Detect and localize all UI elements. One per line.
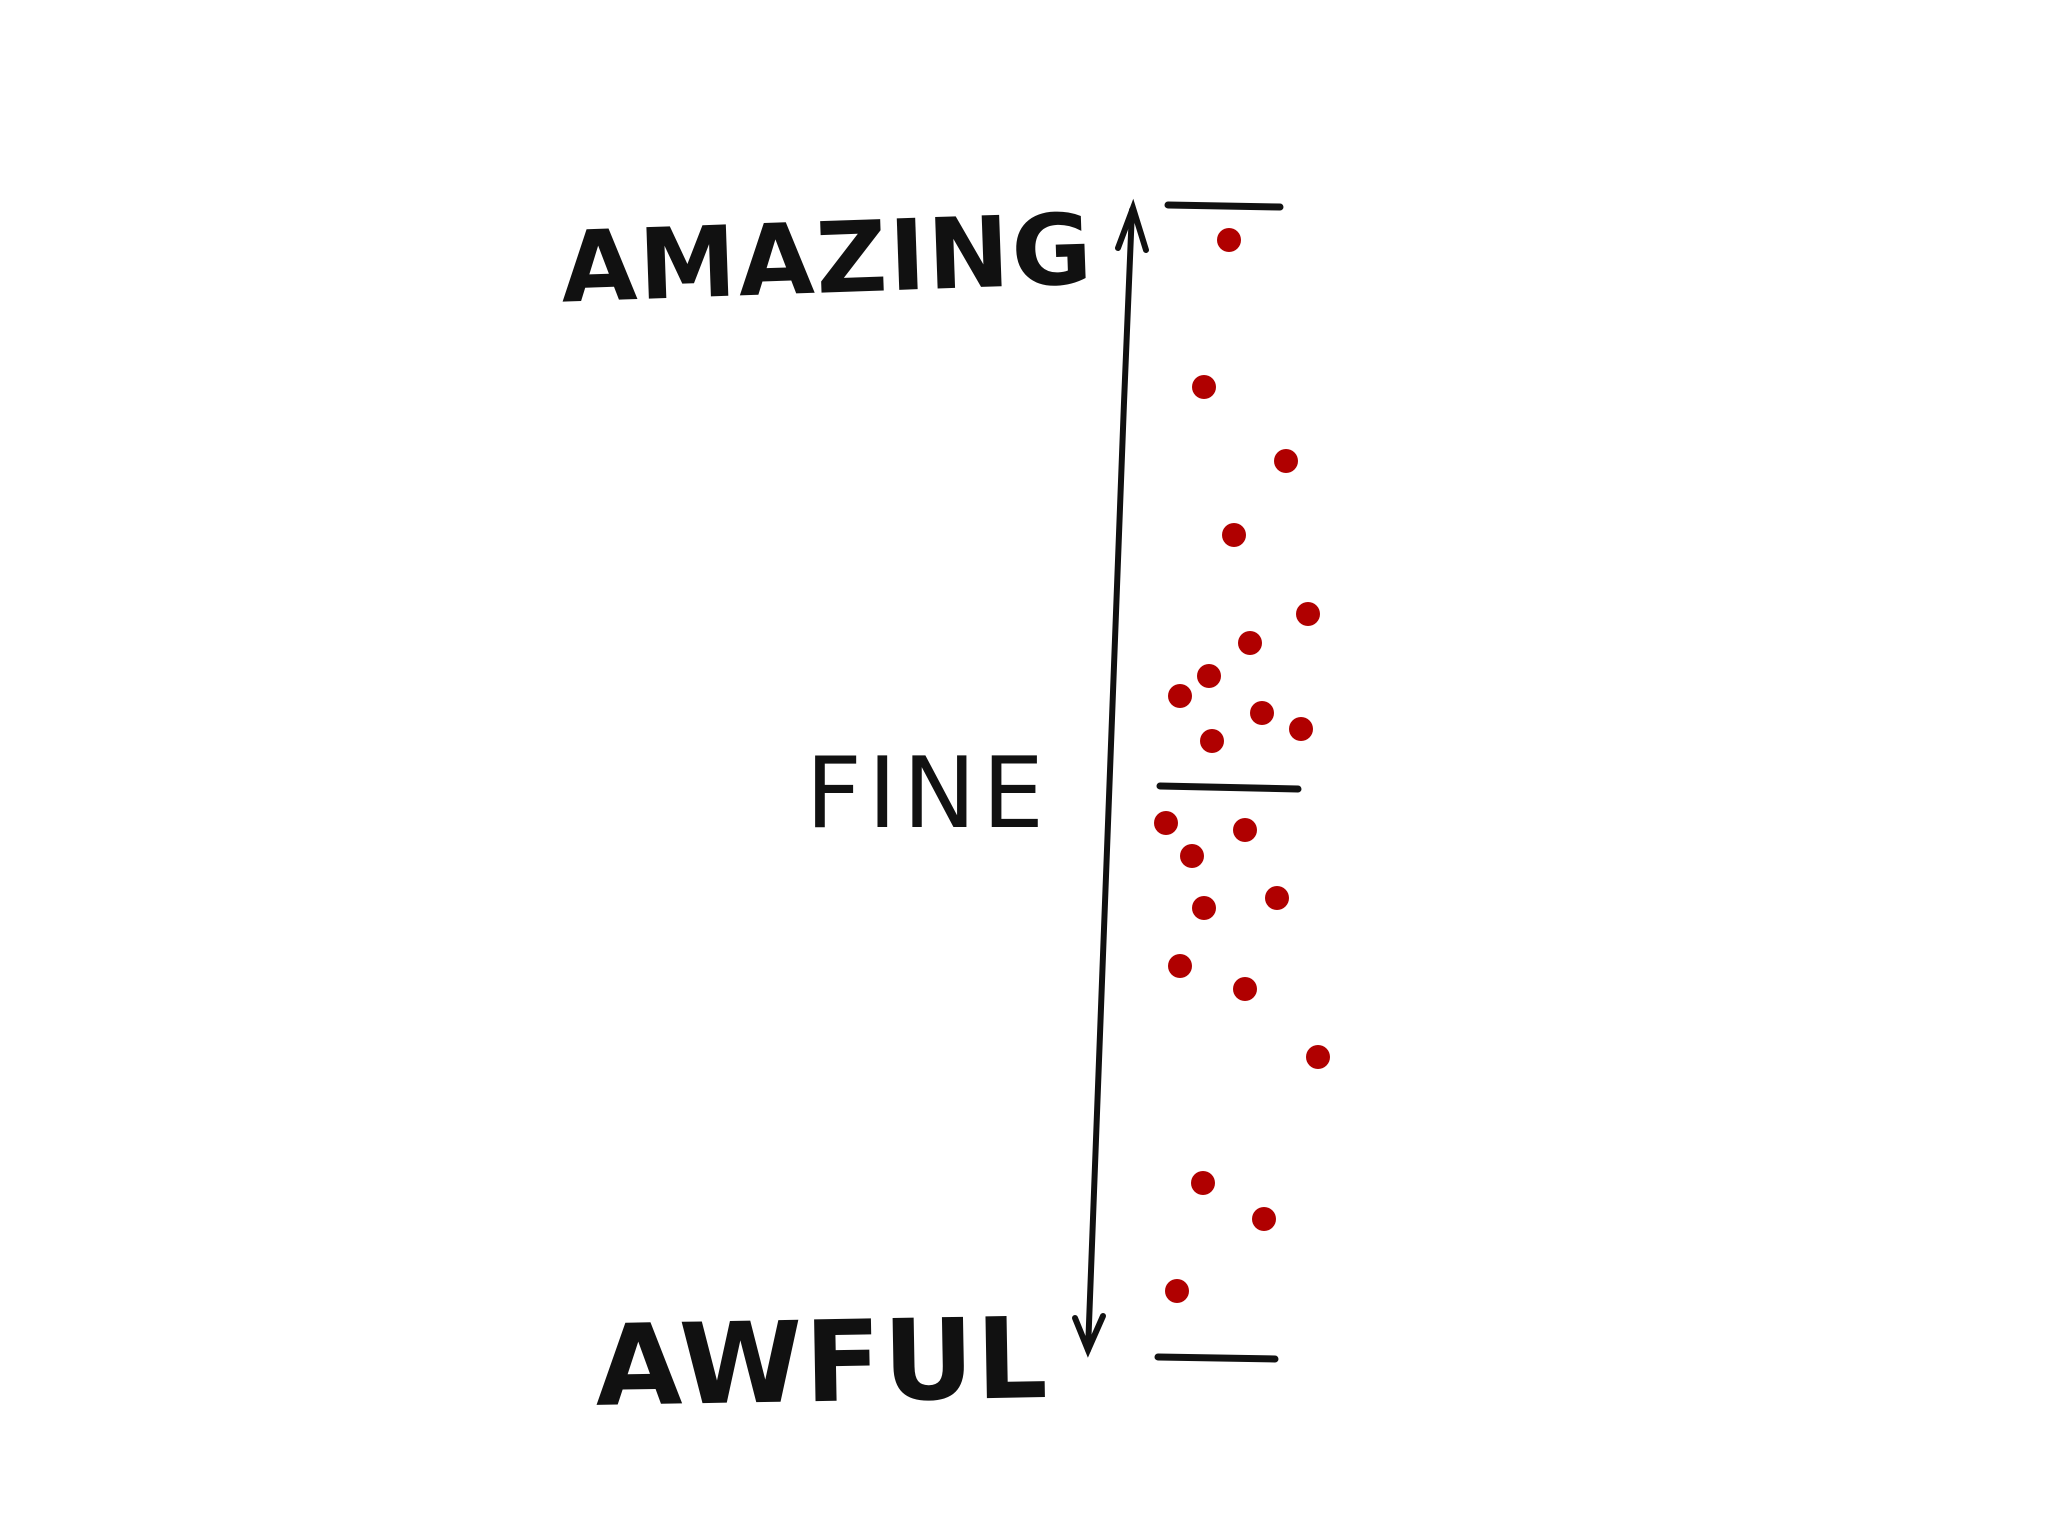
- response-dot: [1154, 811, 1178, 835]
- response-dot: [1289, 717, 1313, 741]
- response-dot: [1238, 631, 1262, 655]
- response-dot: [1296, 602, 1320, 626]
- label-amazing: AMAZING: [559, 193, 1096, 326]
- response-dot: [1191, 1171, 1215, 1195]
- response-dot: [1233, 818, 1257, 842]
- response-dot: [1222, 523, 1246, 547]
- response-dot: [1168, 954, 1192, 978]
- double-headed-arrow-icon: [1072, 198, 1149, 1358]
- response-dot: [1192, 375, 1216, 399]
- arrow-head-top: [1115, 198, 1149, 253]
- response-dot: [1265, 886, 1289, 910]
- response-dot: [1252, 1207, 1276, 1231]
- marker-line-bottom: [1154, 1353, 1279, 1363]
- response-dot: [1197, 664, 1221, 688]
- marker-line-middle: [1156, 782, 1302, 793]
- response-dot: [1165, 1279, 1189, 1303]
- axis-line: [1085, 207, 1135, 1353]
- response-dot: [1168, 684, 1192, 708]
- response-dot: [1200, 729, 1224, 753]
- response-dot: [1233, 977, 1257, 1001]
- response-dot: [1180, 844, 1204, 868]
- label-awful: AWFUL: [594, 1294, 1050, 1432]
- response-dot: [1250, 701, 1274, 725]
- response-dot: [1192, 896, 1216, 920]
- response-dots: [1154, 228, 1330, 1303]
- marker-line-top: [1164, 201, 1284, 211]
- response-dot: [1306, 1045, 1330, 1069]
- label-fine: FINE: [806, 737, 1051, 851]
- arrow-head-bottom: [1072, 1313, 1106, 1358]
- response-dot: [1274, 449, 1298, 473]
- response-dot: [1217, 228, 1241, 252]
